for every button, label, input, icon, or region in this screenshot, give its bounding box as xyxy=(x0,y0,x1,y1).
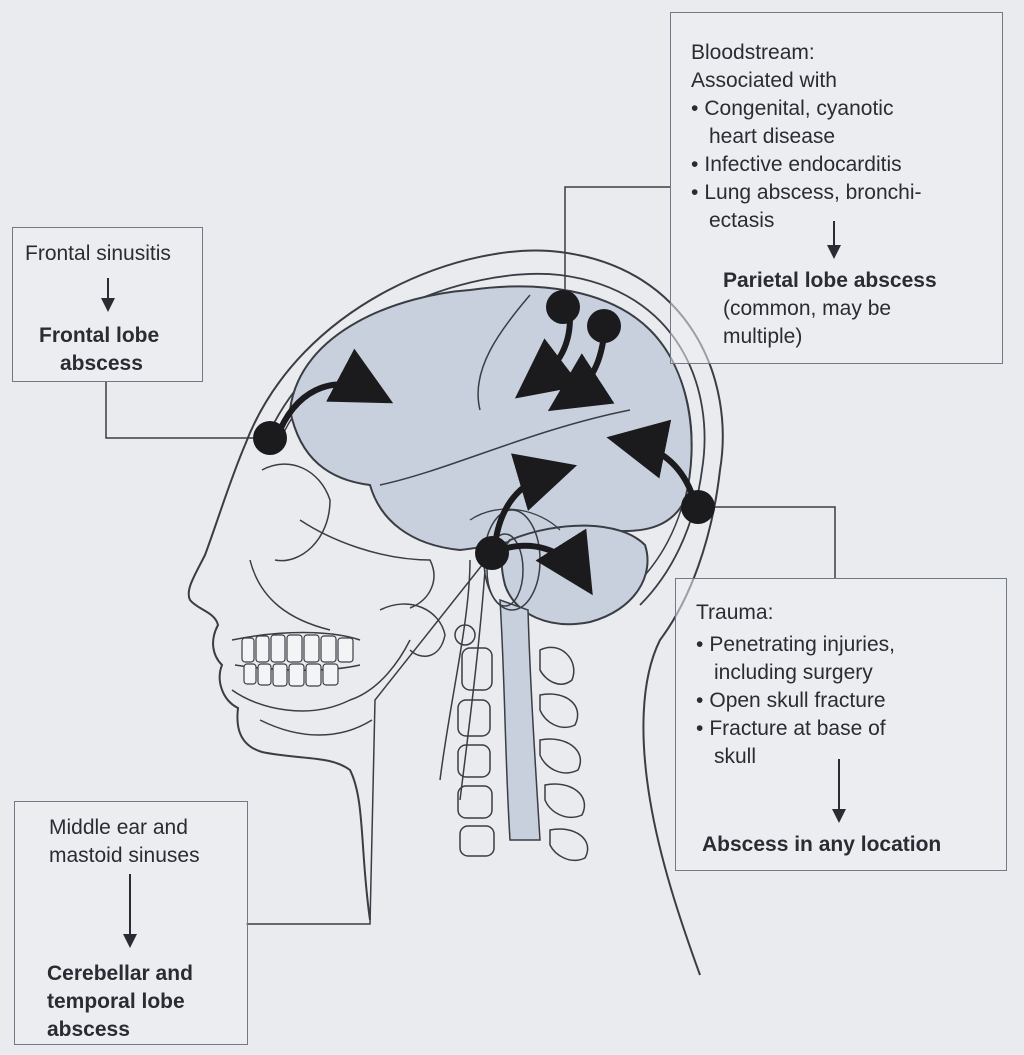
trauma-item-2: Open skull fracture xyxy=(696,687,885,715)
trauma-title: Trauma: xyxy=(696,601,774,624)
spinal-cord xyxy=(499,598,541,841)
ear-result-1: Cerebellar and xyxy=(47,962,193,985)
bloodstream-box: Bloodstream: Associated with Congenital,… xyxy=(670,12,1003,364)
ear-entry-point xyxy=(475,536,509,570)
bloodstream-down-arrow xyxy=(827,221,841,259)
trauma-box: Trauma: Penetrating injuries, including … xyxy=(675,578,1007,871)
trauma-item-1-cont: including surgery xyxy=(714,661,873,684)
frontal-result-1: Frontal lobe xyxy=(39,324,160,347)
trauma-down-arrow xyxy=(832,759,846,823)
entry-points xyxy=(253,290,715,570)
bloodstream-entry-point-1 xyxy=(546,290,580,324)
frontal-entry-point xyxy=(253,421,287,455)
vertebrae xyxy=(457,646,589,862)
frontal-source: Frontal sinusitis xyxy=(25,242,171,265)
ear-result-3: abscess xyxy=(47,1018,130,1041)
bloodstream-result: Parietal lobe abscess xyxy=(723,269,937,292)
frontal-result-2: abscess xyxy=(60,352,143,375)
ear-down-arrow xyxy=(123,874,137,948)
teeth xyxy=(241,634,354,687)
trauma-item-3: Fracture at base of xyxy=(696,715,885,743)
bloodstream-entry-point-2 xyxy=(587,309,621,343)
frontal-down-arrow xyxy=(101,278,115,312)
middle-ear-box: Middle ear and mastoid sinuses Cerebella… xyxy=(14,801,248,1045)
trauma-result: Abscess in any location xyxy=(702,833,942,856)
bloodstream-item-1-cont: heart disease xyxy=(709,125,836,148)
bloodstream-item-2: Infective endocarditis xyxy=(691,151,901,179)
trauma-entry-point xyxy=(681,490,715,524)
trauma-item-1: Penetrating injuries, xyxy=(696,631,895,659)
bloodstream-note-1: (common, may be xyxy=(723,297,892,320)
bloodstream-subtitle: Associated with xyxy=(691,69,837,92)
bloodstream-title: Bloodstream: xyxy=(691,41,815,64)
bloodstream-item-3-cont: ectasis xyxy=(709,209,775,232)
bloodstream-item-1: Congenital, cyanotic xyxy=(691,95,893,123)
bloodstream-item-3: Lung abscess, bronchi- xyxy=(691,179,921,207)
face-profile xyxy=(187,444,371,921)
skull-face xyxy=(231,463,476,736)
head-outline xyxy=(244,249,724,976)
connectors xyxy=(105,186,836,925)
ear-result-2: temporal lobe xyxy=(47,990,185,1013)
frontal-sinusitis-box: Frontal sinusitis Frontal lobe abscess xyxy=(12,227,203,382)
bloodstream-note-2: multiple) xyxy=(723,325,803,348)
ear-source-1: Middle ear and xyxy=(49,816,188,839)
spread-arrows xyxy=(277,317,696,596)
ear-source-2: mastoid sinuses xyxy=(49,844,200,867)
trauma-item-3-cont: skull xyxy=(714,745,757,768)
